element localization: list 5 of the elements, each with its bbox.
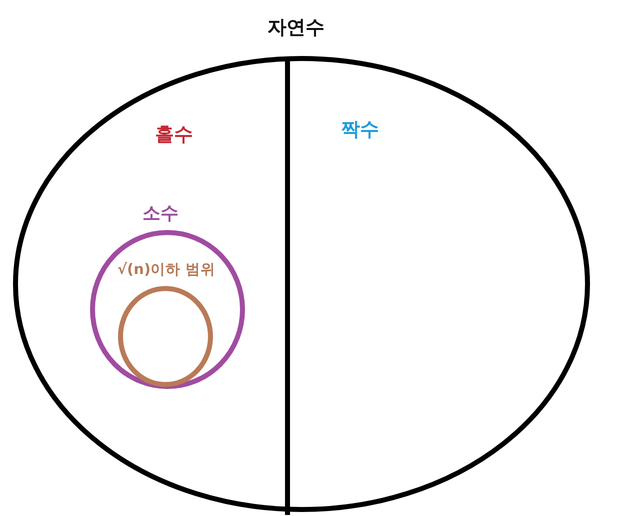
set-label: √(n)이하 범위 — [117, 263, 216, 279]
set-label: 짝수 — [341, 120, 379, 140]
set-label: 자연수 — [268, 18, 324, 38]
set-label: 홀수 — [155, 124, 193, 146]
set-label: 소수 — [142, 204, 178, 224]
